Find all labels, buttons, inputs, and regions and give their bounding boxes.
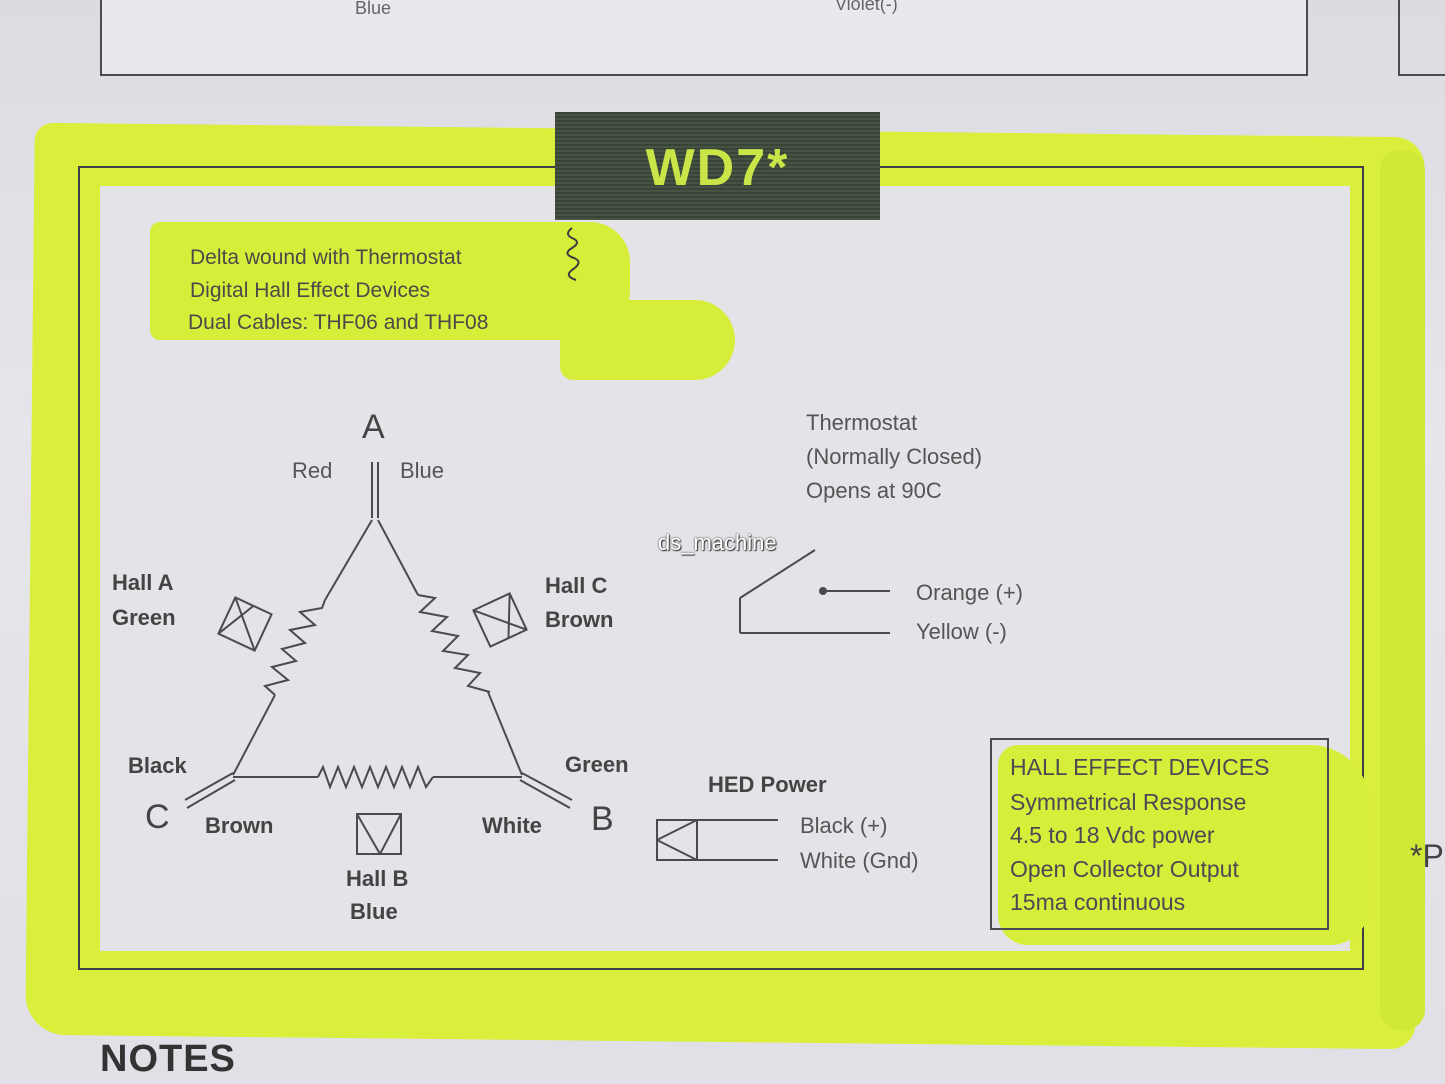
previous-diagram-box-right — [1398, 0, 1445, 76]
thermostat-title: Thermostat — [806, 410, 918, 435]
node-c-brown-label: Brown — [205, 813, 274, 838]
hall-effect-line-4: Open Collector Output — [1010, 856, 1239, 882]
notes-heading: NOTES — [100, 1038, 236, 1080]
hall-effect-line-5: 15ma continuous — [1010, 889, 1186, 915]
thermostat-normally-closed: (Normally Closed) — [806, 444, 983, 469]
hall-a-color: Green — [112, 605, 176, 630]
hall-effect-line-2: Symmetrical Response — [1010, 789, 1247, 815]
hall-effect-heading: HALL EFFECT DEVICES — [1010, 754, 1270, 780]
thermostat-yellow-label: Yellow (-) — [916, 619, 1007, 644]
previous-diagram-box — [100, 0, 1308, 76]
hall-effect-box — [990, 738, 1329, 930]
node-a-blue-label: Blue — [400, 458, 445, 483]
side-ac-lower — [232, 694, 276, 776]
hall-effect-highlight — [998, 745, 1370, 945]
winding-ac — [262, 599, 326, 696]
hall-a-label: Hall A — [112, 570, 174, 595]
hed-power-black-label: Black (+) — [800, 813, 888, 838]
side-ac-upper — [324, 519, 373, 601]
node-b-green-label: Green — [565, 752, 629, 777]
node-a-red-label: Red — [292, 458, 333, 483]
thermostat-opens-at: Opens at 90C — [806, 478, 942, 503]
thermostat-switch-arm — [739, 549, 816, 599]
model-title-box: WD7* — [555, 112, 880, 220]
winding-cb — [317, 764, 434, 790]
winding-ab — [417, 594, 491, 693]
hall-b-label: Hall B — [346, 866, 409, 891]
hed-power-white-label: White (Gnd) — [800, 848, 919, 873]
model-title: WD7* — [645, 139, 790, 197]
description-line-3: Dual Cables: THF06 and THF08 — [188, 311, 489, 334]
side-ab-upper — [377, 519, 419, 596]
top-blue-label: Blue — [355, 0, 392, 18]
watermark: ds_machine — [658, 530, 777, 555]
hall-b-color: Blue — [350, 899, 398, 924]
highlighter-edge — [1380, 150, 1425, 1030]
hall-c-label: Hall C — [545, 573, 608, 598]
node-b-lead-2 — [519, 779, 571, 809]
node-c-label: C — [145, 798, 170, 836]
thermostat-contact-dot — [819, 587, 827, 595]
node-c-lead-1 — [184, 772, 234, 801]
side-ab-lower — [487, 691, 523, 776]
hall-a-sensor-icon — [217, 596, 273, 652]
hall-effect-line-3: 4.5 to 18 Vdc power — [1010, 822, 1215, 848]
top-violet-label: Violet(-) — [835, 0, 898, 14]
description-line-1: Delta wound with Thermostat — [190, 246, 462, 269]
hall-b-sensor-icon — [356, 813, 402, 855]
hed-power-sensor-icon — [656, 819, 698, 861]
node-b-white-label: White — [482, 813, 542, 838]
hed-power-title: HED Power — [708, 772, 827, 797]
thermostat-orange-label: Orange (+) — [916, 580, 1023, 605]
node-a-label: A — [362, 408, 385, 446]
node-c-lead-2 — [186, 779, 236, 809]
description-line-2: Digital Hall Effect Devices — [190, 279, 431, 302]
squiggle-mark — [566, 227, 580, 281]
node-c-black-label: Black — [128, 753, 187, 778]
description-highlight-tail — [560, 300, 735, 380]
node-b-label: B — [591, 800, 614, 838]
hall-c-sensor-icon — [472, 592, 528, 648]
node-b-lead-1 — [521, 772, 573, 801]
hall-c-color: Brown — [545, 607, 614, 632]
side-note: *P — [1410, 838, 1444, 874]
description-highlight — [150, 222, 630, 340]
